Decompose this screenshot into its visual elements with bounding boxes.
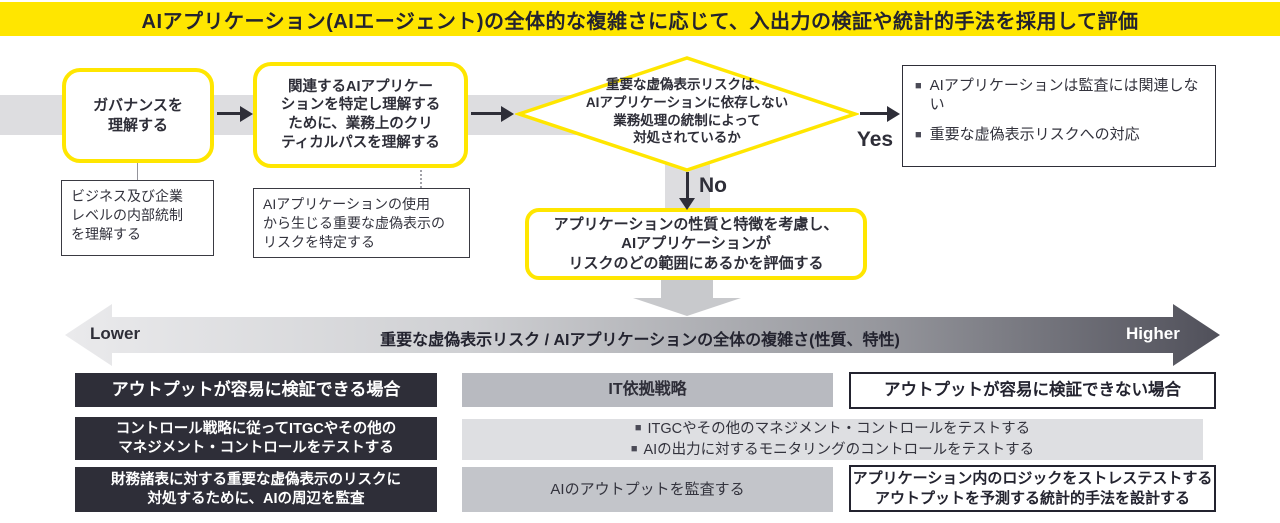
matrix-row2-band: ■ ITGCやその他のマネジメント・コントロールをテストする ■ AIの出力に対… <box>462 419 1203 460</box>
matrix-row3-right: アプリケーション内のロジックをストレステストする アウトプットを予測する統計的手… <box>849 465 1216 512</box>
band-item: ■ ITGCやその他のマネジメント・コントロールをテストする <box>635 420 1030 438</box>
matrix-row2-left: コントロール戦略に従ってITGCやその他の マネジメント・コントロールをテストす… <box>75 417 437 460</box>
critical-path-box: 関連するAIアプリケー ションを特定し理解する ために、業務上のクリ ティカルパ… <box>253 62 468 168</box>
band-item-text: ITGCやその他のマネジメント・コントロールをテストする <box>647 421 1031 438</box>
dotted-connector-line <box>420 170 422 188</box>
matrix-row1-center: IT依拠戦略 <box>462 373 833 407</box>
outcome-item-text: AIアプリケーションは監査には関連しない <box>929 77 1199 113</box>
flow-arrow-icon <box>217 112 241 115</box>
yes-arrow-icon <box>860 112 888 115</box>
matrix-row3-left: 財務諸表に対する重要な虚偽表示のリスクに 対処するために、AIの周辺を監査 <box>75 467 437 512</box>
higher-label: Higher <box>1126 324 1180 343</box>
matrix-row1-right: アウトプットが容易に検証できない場合 <box>849 372 1216 409</box>
connector-line <box>137 163 138 180</box>
flow-arrowhead-icon <box>501 106 514 122</box>
banner-title: AIアプリケーション(AIエージェント)の全体的な複雑さに応じて、入出力の検証や… <box>141 10 1139 33</box>
assess-range-box: アプリケーションの性質と特徴を考慮し、 AIアプリケーションが リスクのどの範囲… <box>525 208 867 280</box>
title-banner: AIアプリケーション(AIエージェント)の全体的な複雑さに応じて、入出力の検証や… <box>0 2 1280 36</box>
flow-arrow-icon <box>471 112 502 115</box>
band-item: ■ AIの出力に対するモニタリングのコントロールをテストする <box>631 441 1034 459</box>
decision-text: 重要な虚偽表示リスクは、 AIアプリケーションに依存しない 業務処理の統制によっ… <box>585 77 789 146</box>
matrix-row1-left: アウトプットが容易に検証できる場合 <box>75 373 437 407</box>
outcome-item-text: 重要な虚偽表示リスクへの対応 <box>929 125 1140 143</box>
band-item-text: AIの出力に対するモニタリングのコントロールをテストする <box>643 441 1035 458</box>
square-bullet-icon: ■ <box>630 442 638 455</box>
governance-box: ガバナンスを 理解する <box>62 68 214 163</box>
no-arrowhead-icon <box>679 198 695 210</box>
square-bullet-icon: ■ <box>915 128 922 141</box>
lower-label: Lower <box>90 324 141 343</box>
outcome-item: ■ 重要な虚偽表示リスクへの対応 <box>915 126 1203 145</box>
no-arrow-icon <box>686 172 689 202</box>
spectrum-title: 重要な虚偽表示リスク / AIアプリケーションの全体の複雑さ(性質、特性) <box>380 332 900 349</box>
no-label: No <box>699 174 727 197</box>
square-bullet-icon: ■ <box>634 422 642 435</box>
spectrum-arrow <box>65 304 1220 366</box>
decision-diamond <box>515 56 859 172</box>
down-arrow-icon <box>661 280 713 299</box>
governance-note-box: ビジネス及び企業 レベルの内部統制 を理解する <box>61 180 214 256</box>
yes-outcome-box: ■ AIアプリケーションは監査には関連しない ■ 重要な虚偽表示リスクへの対応 <box>902 65 1216 167</box>
risk-identify-note-box: AIアプリケーションの使用 から生じる重要な虚偽表示の リスクを特定する <box>253 188 470 258</box>
outcome-item: ■ AIアプリケーションは監査には関連しない <box>915 77 1203 115</box>
yes-arrowhead-icon <box>887 106 900 122</box>
down-arrowhead-icon <box>633 298 741 316</box>
yes-label: Yes <box>856 128 894 151</box>
flow-arrowhead-icon <box>240 106 253 122</box>
matrix-row3-center: AIのアウトプットを監査する <box>462 467 833 512</box>
square-bullet-icon: ■ <box>915 80 922 92</box>
